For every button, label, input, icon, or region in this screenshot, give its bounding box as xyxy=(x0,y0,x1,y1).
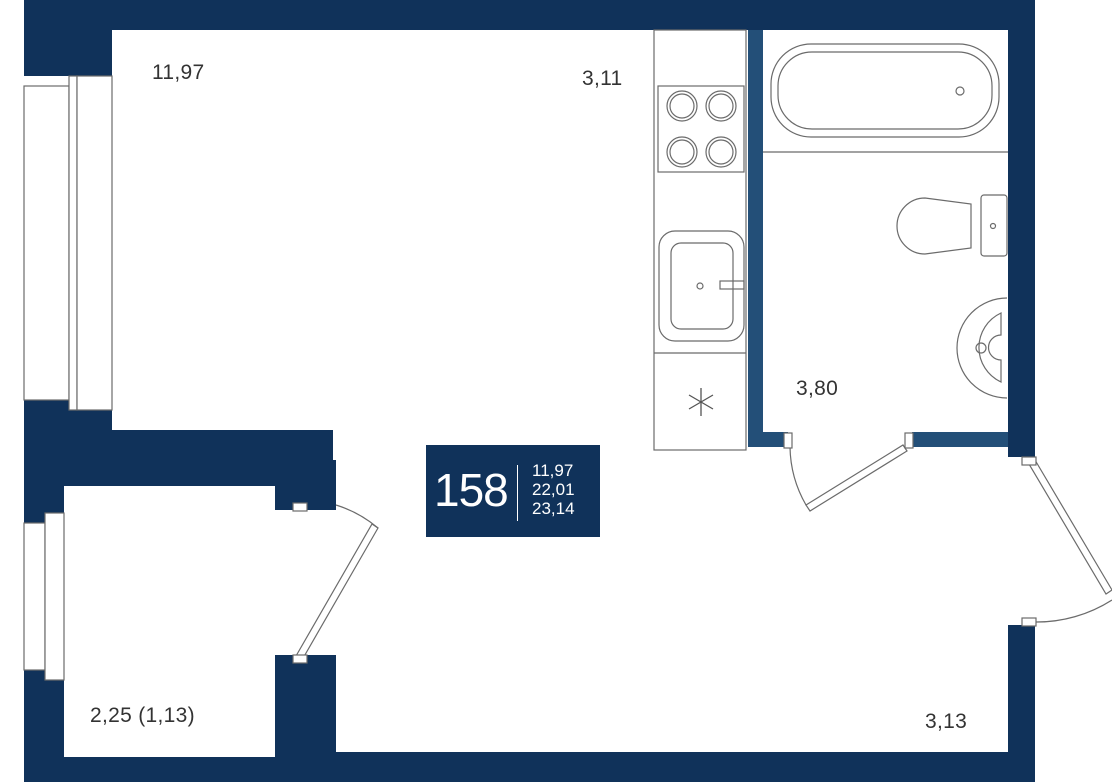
kitchen-area-label: 3,11 xyxy=(582,67,623,90)
freezer-snowflake-icon xyxy=(688,388,714,416)
total-area: 23,14 xyxy=(532,499,575,518)
outer-walls xyxy=(24,0,1035,782)
apartment-number: 158 xyxy=(434,464,509,516)
door-jambs xyxy=(292,432,1037,664)
bathroom-area-label: 3,80 xyxy=(796,377,839,400)
fixtures xyxy=(295,29,1112,661)
apartment-info-badge: 158 11,97 22,01 23,14 xyxy=(426,445,600,537)
bathroom-partitions xyxy=(748,30,1008,447)
balcony-area-label: 2,25 (1,13) xyxy=(90,704,195,727)
living-area: 11,97 xyxy=(532,461,574,480)
area-summary: 11,97 22,01 23,14 xyxy=(532,461,575,518)
area-without-balcony: 22,01 xyxy=(532,480,575,499)
windows xyxy=(23,75,113,681)
main-room-area-label: 11,97 xyxy=(152,61,205,84)
badge-divider xyxy=(517,465,518,521)
hall-area-label: 3,13 xyxy=(925,710,968,733)
